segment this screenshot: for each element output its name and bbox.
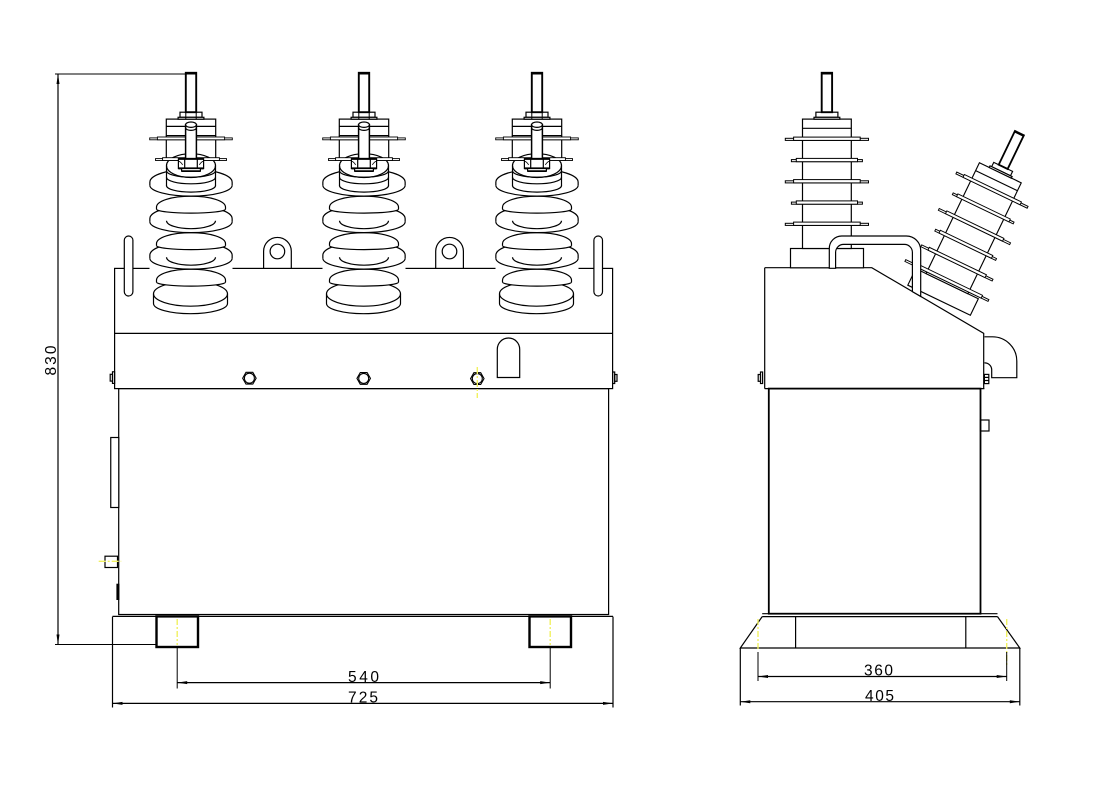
svg-text:725: 725 <box>348 690 378 707</box>
svg-text:360: 360 <box>864 662 893 679</box>
svg-text:540: 540 <box>348 669 379 686</box>
svg-text:405: 405 <box>865 688 894 705</box>
svg-text:830: 830 <box>43 345 60 375</box>
